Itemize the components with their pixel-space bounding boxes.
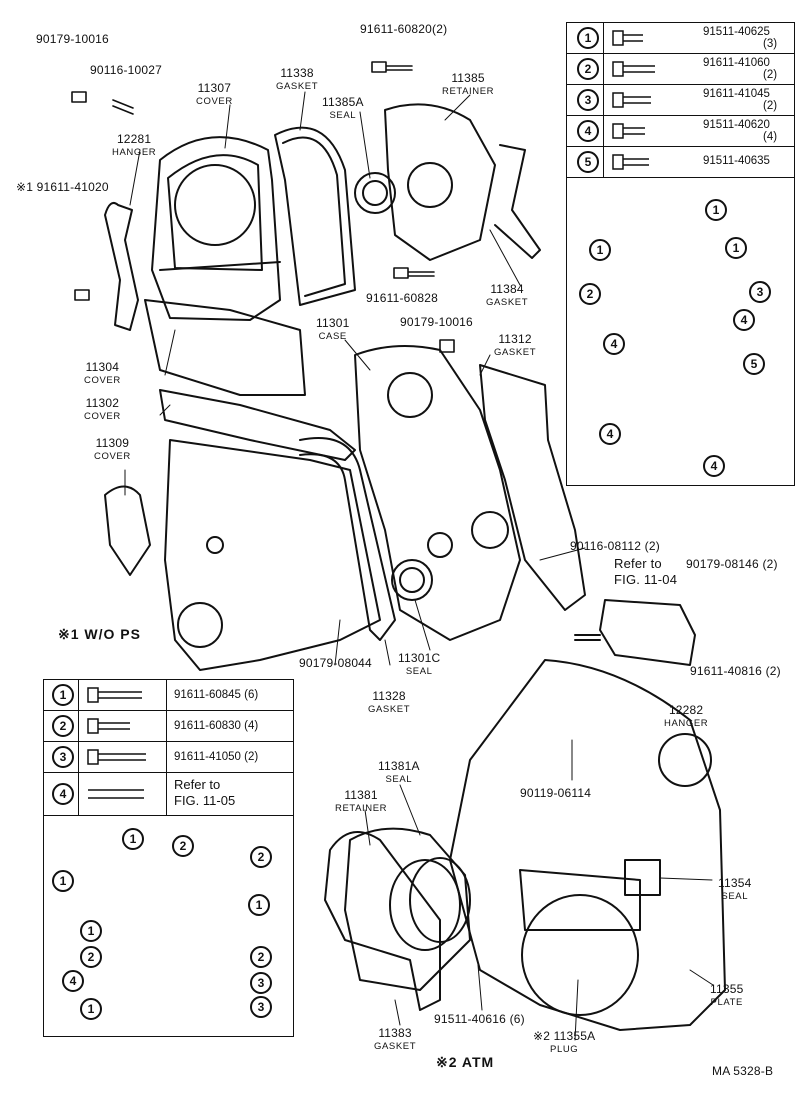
retainer-11385 xyxy=(384,103,541,261)
bolt-table-top-right: 1 91511-40625 (3) 2 91611-41060 (2) 3 91… xyxy=(566,22,795,486)
inset-marker: 1 xyxy=(80,998,102,1020)
callout-91511-40616: 91511-40616 (6) xyxy=(434,1012,525,1026)
inset-marker: 3 xyxy=(250,996,272,1018)
callout-91611-60820: 91611-60820(2) xyxy=(360,22,448,36)
inset-marker: 2 xyxy=(80,946,102,968)
inset-marker: 5 xyxy=(743,353,765,375)
inset-marker: 1 xyxy=(248,894,270,916)
timing-cover-upper-11307 xyxy=(151,136,281,321)
inset-marker: 4 xyxy=(62,970,84,992)
bolt-row-4: 4 91511-40620 (4) xyxy=(567,116,794,147)
drawing-code: MA 5328-B xyxy=(712,1064,774,1078)
inset-marker: 1 xyxy=(80,920,102,942)
callout-90119-06114: 90119-06114 xyxy=(520,786,592,800)
inset-marker: 1 xyxy=(705,199,727,221)
callout-90179-10016-a: 90179-10016 xyxy=(36,32,109,46)
inset-marker: 1 xyxy=(122,828,144,850)
note-atm: ※2 ATM xyxy=(436,1054,495,1070)
gasket-11328 xyxy=(299,437,396,641)
note-wo-ps: ※1 W/O PS xyxy=(58,626,141,642)
callout-90116-10027: 90116-10027 xyxy=(90,63,163,77)
cover-11309 xyxy=(104,485,151,576)
hanger-12282 xyxy=(574,599,696,666)
inset-marker: 1 xyxy=(589,239,611,261)
inset-marker: 2 xyxy=(172,835,194,857)
bolt-table-bottom-left: 1 91611-60845 (6) 2 91611-60830 (4) 3 91… xyxy=(43,679,294,1037)
bolt-row-2: 2 91611-60830 (4) xyxy=(44,711,293,742)
inset-marker: 2 xyxy=(579,283,601,305)
bolt-glyphs-top-right xyxy=(612,30,655,170)
seal-11354 xyxy=(624,859,661,896)
bolt-row-3: 3 91611-41050 (2) xyxy=(44,742,293,773)
seal-11385A xyxy=(354,172,396,214)
callout-90179-08044: 90179-08044 xyxy=(299,656,372,670)
inset-marker: 3 xyxy=(250,972,272,994)
gasket-11383 xyxy=(324,831,441,1011)
inset-marker: 4 xyxy=(733,309,755,331)
gasket-11338 xyxy=(274,126,356,306)
bolt-row-2: 2 91611-41060 (2) xyxy=(567,54,794,85)
inset-marker: 4 xyxy=(703,455,725,477)
callout-90179-10016-b: 90179-10016 xyxy=(400,315,473,329)
bolt-row-1: 1 91511-40625 (3) xyxy=(567,23,794,54)
inset-marker: 4 xyxy=(603,333,625,355)
callout-90116-08112: 90116-08112 (2) xyxy=(570,539,660,553)
inset-marker: 3 xyxy=(749,281,771,303)
bolt-row-5: 5 91511-40635 xyxy=(567,147,794,178)
callout-90179-08146: 90179-08146 (2) xyxy=(686,557,778,571)
bolt-glyphs-bottom-left xyxy=(87,687,146,799)
callout-91611-41020: ※1 91611-41020 xyxy=(16,180,109,194)
callout-91611-40816: 91611-40816 (2) xyxy=(690,664,781,678)
timing-cover-lower xyxy=(164,439,381,671)
bolt-row-3: 3 91611-41045 (2) xyxy=(567,85,794,116)
inset-marker: 2 xyxy=(250,946,272,968)
hanger-12281 xyxy=(104,202,139,331)
callout-91611-60828: 91611-60828 xyxy=(366,291,439,305)
gasket-11312 xyxy=(479,364,586,611)
inset-marker: 4 xyxy=(599,423,621,445)
cover-11304 xyxy=(144,299,306,396)
cover-11302 xyxy=(159,389,356,461)
inset-marker: 1 xyxy=(725,237,747,259)
plate-11355 xyxy=(449,659,726,1031)
timing-case-11301 xyxy=(354,345,521,641)
inset-marker: 1 xyxy=(52,870,74,892)
seal-11301C xyxy=(391,559,433,601)
bolt-row-1: 1 91611-60845 (6) xyxy=(44,680,293,711)
inset-marker: 2 xyxy=(250,846,272,868)
